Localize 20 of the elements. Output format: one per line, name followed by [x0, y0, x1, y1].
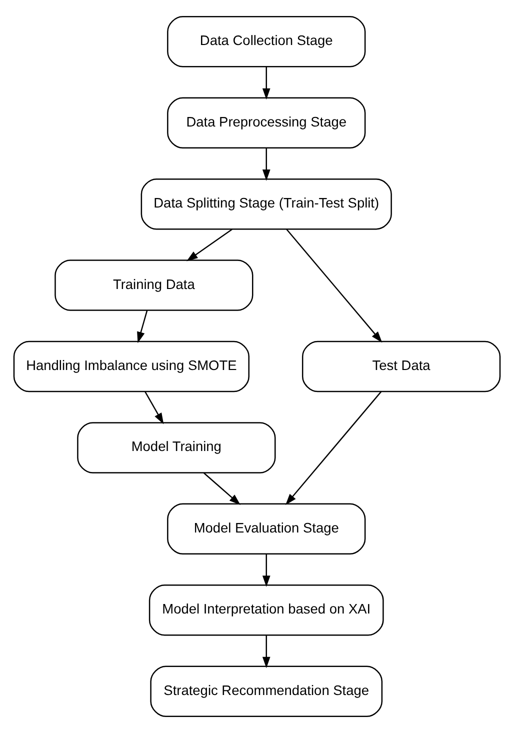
arrow: [186, 228, 232, 262]
arrow: [262, 554, 270, 587]
arrow: [136, 310, 148, 344]
node-box: Data Preprocessing Stage: [166, 97, 366, 148]
arrow: [285, 391, 382, 506]
arrow: [286, 228, 382, 343]
node-box: Model Interpretation based on XAI: [148, 584, 384, 636]
node-box: Strategic Recommendation Stage: [150, 666, 382, 717]
arrow: [262, 635, 270, 668]
node-box: Training Data: [54, 260, 253, 311]
arrow: [262, 148, 270, 181]
node-box: Data Collection Stage: [166, 16, 366, 68]
arrow: [262, 66, 270, 100]
node-box: Test Data: [301, 340, 500, 392]
arrow: [202, 472, 240, 506]
node-box: Data Splitting Stage (Train-Test Split): [140, 178, 392, 230]
node-box: Model Evaluation Stage: [166, 503, 366, 555]
node-box: Handling Imbalance using SMOTE: [12, 340, 249, 392]
node-box: Model Training: [76, 422, 276, 474]
arrow: [144, 391, 164, 424]
